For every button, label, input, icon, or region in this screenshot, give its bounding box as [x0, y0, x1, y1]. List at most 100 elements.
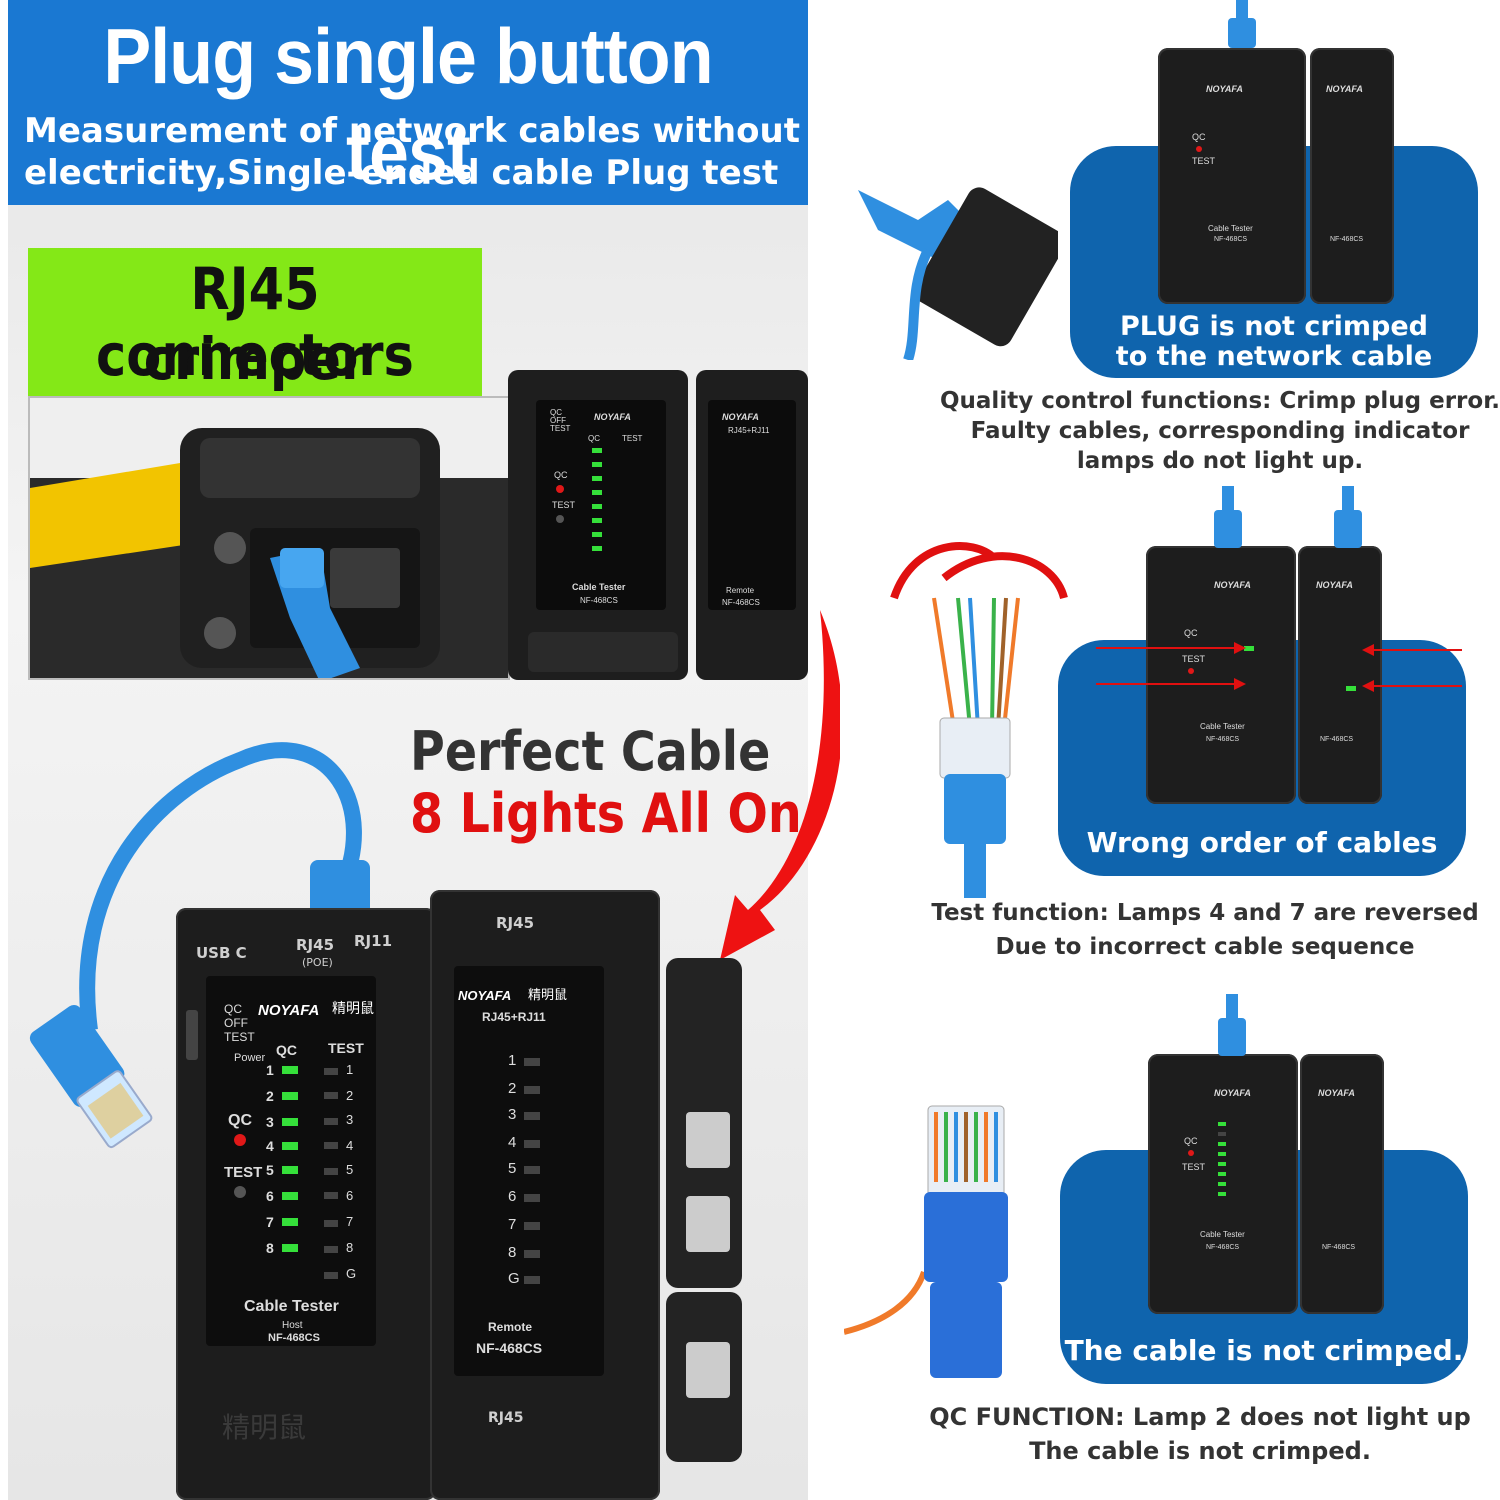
- test-led-4: [324, 1142, 338, 1149]
- panel2-cable-icons: [1214, 486, 1362, 548]
- rj45-port-2: [686, 1196, 730, 1252]
- remote-led-5: [524, 1166, 540, 1174]
- remote-pin-2: 2: [508, 1080, 517, 1097]
- test-pin-7: 7: [346, 1214, 354, 1229]
- panel1-brand: NOYAFA: [1206, 84, 1243, 94]
- network-cable-illustration: [29, 742, 370, 1149]
- header-banner: [8, 0, 808, 205]
- remote-pin-4: 4: [508, 1134, 517, 1151]
- rj11-port-label: RJ11: [354, 932, 393, 950]
- remote-top-rj45-label: RJ45: [496, 914, 535, 932]
- test-led-5: [324, 1168, 338, 1175]
- eight-lights-heading: 8 Lights All On: [410, 782, 802, 845]
- panel3-qc-led-6: [1218, 1172, 1226, 1176]
- panel3-qc-led-1: [1218, 1122, 1226, 1126]
- rj45-port-label: RJ45: [296, 936, 335, 954]
- qc-led-3: [282, 1118, 298, 1126]
- panel1-caption-2: Faulty cables, corresponding indicator: [970, 418, 1470, 444]
- panel3-qc-led-3: [1218, 1142, 1226, 1146]
- subtitle-line-1: Measurement of network cables without: [24, 111, 800, 151]
- panel1-text-line-1: PLUG is not crimped: [1120, 311, 1428, 342]
- remote-pin-8: 8: [508, 1244, 517, 1261]
- qc-led-6: [282, 1192, 298, 1200]
- remote-led-7: [524, 1222, 540, 1230]
- small-led-7: [592, 532, 602, 537]
- test-led-2: [324, 1092, 338, 1099]
- panel2-remote-brand: NOYAFA: [1316, 580, 1353, 590]
- red-arrow-icon: [720, 610, 840, 960]
- panel3-cable-icon: [1218, 994, 1246, 1056]
- mode-switch[interactable]: [186, 1010, 198, 1060]
- pin-label-1: 1: [266, 1062, 274, 1078]
- small-remote-model: NF-468CS: [722, 598, 760, 607]
- qc-column-label: QC: [276, 1042, 297, 1058]
- test-pin-3: 3: [346, 1112, 354, 1127]
- panel3-model: NF-468CS: [1206, 1244, 1240, 1251]
- remote-model-label: NF-468CS: [476, 1340, 543, 1356]
- test-pin-2: 2: [346, 1088, 354, 1103]
- small-test-indicator: [556, 515, 564, 523]
- panel1-crimper-icon: [858, 187, 1058, 360]
- pin-label-3: 3: [266, 1114, 274, 1130]
- main-tester-screen: [206, 976, 376, 1346]
- panel1-remote: [1310, 48, 1394, 304]
- small-switch-test: TEST: [550, 424, 571, 433]
- panel3-text: The cable is not crimped.: [1064, 1334, 1464, 1367]
- crimper-illustration: [30, 428, 508, 678]
- panel3-remote-brand: NOYAFA: [1318, 1088, 1355, 1098]
- main-tester-brand: NOYAFA: [258, 1002, 320, 1019]
- panel2-caption-1: Test function: Lamps 4 and 7 are reverse…: [931, 900, 1479, 926]
- remote-pin-6: 6: [508, 1188, 517, 1205]
- pin-label-5: 5: [266, 1162, 274, 1178]
- subtitle-line-2: electricity,Single-ended cable Plug test: [24, 153, 779, 193]
- small-col-qc: QC: [588, 434, 600, 443]
- remote-brand: NOYAFA: [458, 988, 512, 1003]
- panel3-qc-led-5: [1218, 1162, 1226, 1166]
- qc-red-indicator: [234, 1134, 246, 1146]
- panel1-qc-red-indicator: [1196, 146, 1202, 152]
- panel3-rj45-plug-icon: [844, 1105, 1008, 1378]
- small-cable-tester-left: NOYAFA NOYAFA RJ45+RJ11 QC OFF TEST QC T…: [508, 370, 808, 680]
- pin-label-6: 6: [266, 1188, 274, 1204]
- small-tester-body: [508, 370, 808, 680]
- crimper-results-banner: [28, 248, 482, 396]
- small-switch-qc: QC: [550, 408, 562, 417]
- panel1-cable-tester: Cable Tester: [1208, 224, 1253, 233]
- qc-led-1: [282, 1066, 298, 1074]
- test-led-7: [324, 1220, 338, 1227]
- test-column-label: TEST: [328, 1040, 364, 1056]
- panel1-model: NF-468CS: [1214, 236, 1248, 243]
- qc-led-7: [282, 1218, 298, 1226]
- small-led-1: [592, 448, 602, 453]
- panel2-qc-label: QC: [1184, 628, 1198, 638]
- small-led-8: [592, 546, 602, 551]
- crimper-photo: [28, 396, 510, 680]
- main-tester-brand-cn: 精明鼠: [332, 1000, 374, 1016]
- remote-brand-cn: 精明鼠: [528, 987, 568, 1002]
- panel2-cable-tester: Cable Tester: [1200, 722, 1245, 731]
- panel2-remote: [1298, 546, 1382, 804]
- small-model-label: NF-468CS: [580, 596, 618, 605]
- small-qc-red-indicator: [556, 485, 564, 493]
- remote-pin-g: G: [508, 1270, 520, 1287]
- panel1-remote-model: NF-468CS: [1330, 236, 1364, 243]
- qc-led-2: [282, 1092, 298, 1100]
- panel1-test-label: TEST: [1192, 156, 1216, 166]
- panel3-brand: NOYAFA: [1214, 1088, 1251, 1098]
- panel2-caption-2: Due to incorrect cable sequence: [995, 934, 1415, 960]
- panel3-qc-led-2: [1218, 1132, 1226, 1136]
- switch-off-label: OFF: [224, 1016, 248, 1030]
- power-label: Power: [234, 1052, 266, 1064]
- panel1-caption-3: lamps do not light up.: [1076, 448, 1364, 474]
- panel2-model: NF-468CS: [1206, 736, 1240, 743]
- panel2-remote-model: NF-468CS: [1320, 736, 1354, 743]
- panel3-qc-red-indicator: [1188, 1150, 1194, 1156]
- small-led-4: [592, 490, 602, 495]
- panel1-qc-label: QC: [1192, 132, 1206, 142]
- panel2-test-label: TEST: [1182, 654, 1206, 664]
- test-pin-1: 1: [346, 1062, 354, 1077]
- panel3-qc-led-7: [1218, 1182, 1226, 1186]
- remote-bottom-rj45-label: RJ45: [488, 1410, 524, 1426]
- host-model-label: NF-468CS: [268, 1332, 320, 1344]
- usb-c-port-label: USB C: [196, 944, 247, 962]
